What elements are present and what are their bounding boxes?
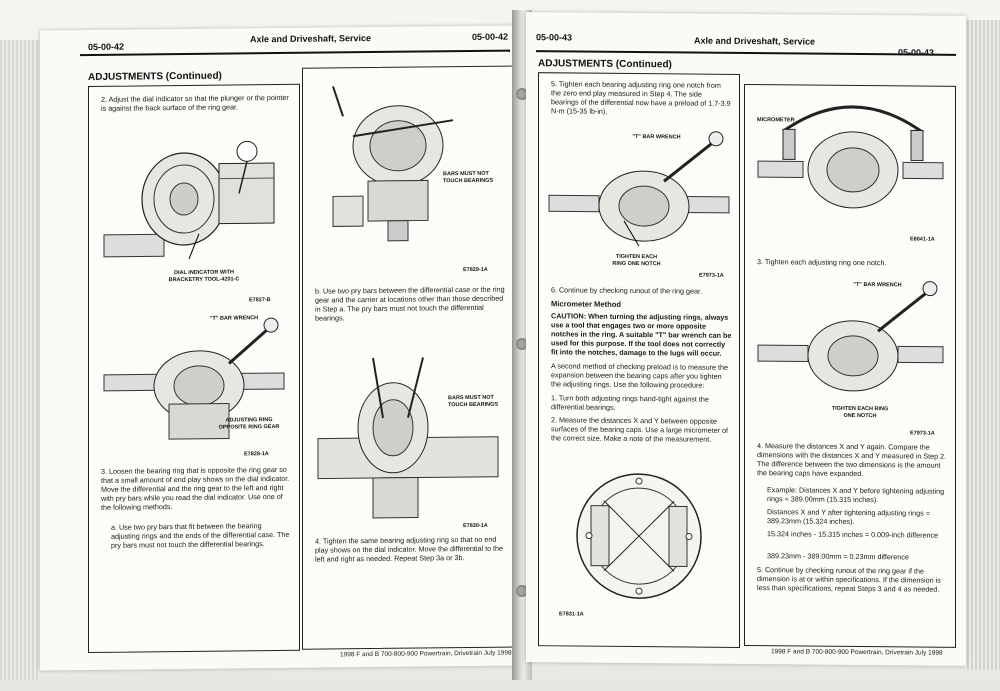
step-6-text: 6. Continue by checking runout of the ri… [551,285,703,296]
step-3-text: 3. Loosen the bearing ring that is oppos… [101,464,290,512]
figure-4-id: E7830-1A [463,522,488,530]
figure-1-caption: DIAL INDICATOR WITH BRACKETRY TOOL-4201-… [168,269,240,283]
micrometer-step-4: 4. Measure the distances X and Y again. … [757,441,947,479]
step-4-text: 4. Tighten the same bearing adjusting ri… [315,534,504,564]
figure-7-id: E8041-1A [910,236,935,243]
page-number: 05-00-42 [88,41,125,53]
step-3a-text: a. Use two pry bars that fit between the… [111,521,290,550]
figure-2-id: E7828-1A [244,451,269,458]
binder-hole [516,88,528,100]
page-title: Axle and Driveshaft, Service [694,35,816,47]
header-rule [536,50,956,56]
figure-2-label-ring: ADJUSTING RING OPPOSITE RING GEAR [218,417,280,431]
page-stack-right [965,20,1000,670]
page-footer: 1998 F and B 700-800-900 Powertrain, Dri… [771,648,943,657]
t-bar-wrench-figure [103,317,285,440]
method-heading: Micrometer Method [551,299,622,309]
bearing-cap-diagram [576,473,702,599]
figure-5-id: E7973-1A [699,272,724,279]
page-number-right: 05-00-42 [472,31,509,42]
figure-7-label: MICROMETER [757,117,795,124]
example-line-1: Example: Distances X and Y before tighte… [767,485,945,505]
page-number: 05-00-43 [536,32,573,43]
caution-text: CAUTION: When turning the adjusting ring… [551,311,732,358]
micrometer-step-2: 2. Measure the distances X and Y between… [551,415,728,444]
micrometer-step-1: 1. Turn both adjusting rings hand-tight … [551,393,709,412]
step-2-text: 2. Adjust the dial indicator so that the… [101,92,289,113]
binder-hole [516,338,528,350]
micrometer-step-5: 5. Continue by checking runout of the ri… [757,565,941,594]
figure-2-label-wrench: "T" BAR WRENCH [209,315,259,322]
figure-1-id: E7827-B [249,297,271,304]
page-footer: 1998 F and B 700-800-900 Powertrain, Dri… [340,649,512,659]
figure-8-label-notch: TIGHTEN EACH RING ONE NOTCH [831,405,889,419]
step-3b-text: b. Use two pry bars between the differen… [315,284,505,323]
right-page: 05-00-43 Axle and Driveshaft, Service 05… [526,12,966,666]
step-5-text: 5. Tighten each bearing adjusting ring o… [551,79,731,116]
left-page: 05-00-42 Axle and Driveshaft, Service 05… [40,25,518,671]
example-line-2: Distances X and Y after tightening adjus… [767,507,930,526]
header-rule [80,49,510,57]
figure-5-label-notch: TIGHTEN EACH RING ONE NOTCH [612,253,661,267]
figure-5-label-wrench: "T" BAR WRENCH [632,134,681,141]
left-panel-2: BARS MUST NOT TOUCH BEARINGS E7829-1A b.… [302,65,514,650]
pry-bars-figure-2 [317,357,499,519]
dial-indicator-figure [103,140,275,260]
section-heading: ADJUSTMENTS (Continued) [88,70,222,84]
tighten-ring-figure-2 [757,281,944,392]
intro-text: A second method of checking preload is t… [551,361,728,390]
binder-hole [516,585,528,597]
pry-bars-figure-1 [332,86,454,242]
tighten-ring-figure [548,131,730,247]
figure-6-id: E7831-1A [559,611,584,618]
page-stack-left [0,40,40,680]
figure-8-label-wrench: "T" BAR WRENCH [853,281,902,289]
figure-3-id: E7829-1A [463,266,488,274]
example-line-4: 389.23mm - 389.00mm = 0.23mm difference [767,551,909,562]
figure-4-label: BARS MUST NOT TOUCH BEARINGS [448,394,499,408]
section-heading: ADJUSTMENTS (Continued) [538,58,672,71]
figure-8-id: E7973-1A [910,430,935,437]
figure-3-label: BARS MUST NOT TOUCH BEARINGS [443,170,494,184]
right-panel-2: MICROMETER E8041-1A 3. Tighten each adju… [744,83,956,648]
page-title: Axle and Driveshaft, Service [250,33,372,45]
right-panel-1: 5. Tighten each bearing adjusting ring o… [538,72,740,648]
micrometer-figure [757,105,944,209]
micrometer-step-3: 3. Tighten each adjusting ring one notch… [757,257,887,268]
example-line-3: 15.324 inches - 15.315 inches = 0.009-in… [767,529,939,540]
left-panel-1: 2. Adjust the dial indicator so that the… [88,83,300,654]
